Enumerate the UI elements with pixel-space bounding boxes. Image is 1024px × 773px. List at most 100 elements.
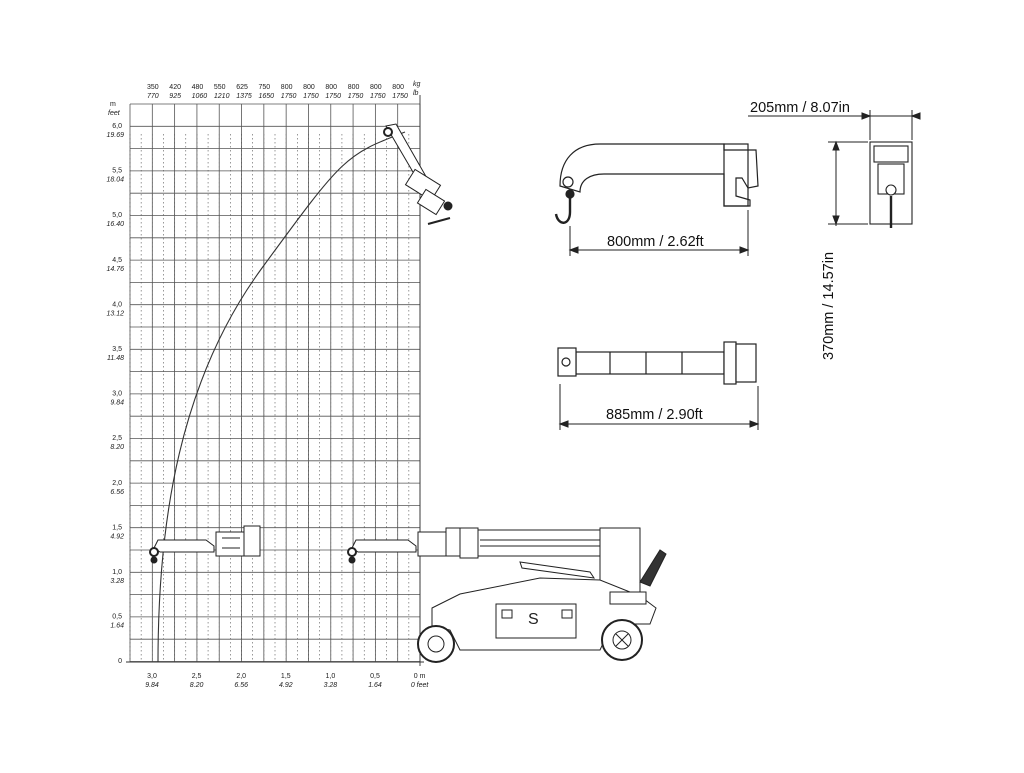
height-m-label: 0	[118, 658, 122, 665]
jib-side-hook-eye	[565, 189, 575, 199]
y-unit-m: m	[110, 101, 116, 108]
hydraulic-ram	[519, 561, 596, 579]
capacity-kg-label: 800	[392, 84, 404, 91]
jib-side-outline	[559, 143, 759, 207]
dim-885-label: 885mm / 2.90ft	[606, 407, 703, 423]
capacity-lb-label: 1750	[325, 93, 341, 100]
capacity-lb-label: 925	[169, 93, 181, 100]
jib-right-hook-lower	[348, 556, 356, 564]
counterweight	[609, 591, 647, 605]
top-unit-lb: lb	[413, 90, 419, 97]
capacity-lb-label: 1750	[370, 93, 386, 100]
height-m-label: 1,5	[112, 524, 122, 531]
height-m-label: 6,0	[112, 123, 122, 130]
capacity-kg-label: 800	[370, 84, 382, 91]
height-m-label: 0,5	[112, 614, 122, 621]
dim-205-arrow-right	[910, 112, 921, 120]
reach-m-label: 0 m	[414, 673, 426, 680]
jib-raised	[383, 123, 453, 225]
height-labels: 6,019.695,518.045,016.404,514.764,013.12…	[106, 123, 124, 665]
crane-body: S	[417, 527, 667, 663]
height-ft-label: 3.28	[110, 578, 124, 585]
reach-ft-label: 3.28	[324, 682, 338, 689]
reach-m-label: 1,5	[281, 673, 291, 680]
capacity-lb-label: 1060	[192, 93, 208, 100]
capacity-kg-label: 550	[214, 84, 226, 91]
capacity-lb-label: 770	[147, 93, 159, 100]
jib-length-dimension	[568, 210, 750, 256]
height-m-label: 3,0	[112, 391, 122, 398]
capacity-kg-label: 800	[303, 84, 315, 91]
reach-ft-label: 8.20	[190, 682, 204, 689]
end-view-top	[873, 145, 909, 163]
capacity-lb-label: 1210	[214, 93, 230, 100]
brand-mark: S	[528, 611, 539, 628]
height-ft-label: 1.64	[110, 623, 124, 630]
height-ft-label: 14.76	[106, 266, 124, 273]
capacity-kg-label: 800	[325, 84, 337, 91]
dim-800-arrow-left	[568, 246, 579, 254]
jib-side-hook	[554, 196, 572, 224]
jib-side-view	[554, 143, 759, 224]
jib-top-dimension	[558, 384, 760, 430]
y-unit-ft: feet	[108, 110, 121, 117]
capacity-kg-label: 480	[192, 84, 204, 91]
reach-ft-label: 4.92	[279, 682, 293, 689]
handle	[639, 549, 667, 587]
panel-vent-right	[561, 609, 573, 619]
jib-side-bracket	[723, 143, 749, 207]
capacity-lb-label: 1650	[259, 93, 275, 100]
jib-right-arm	[351, 539, 417, 553]
height-m-label: 5,0	[112, 212, 122, 219]
height-ft-label: 11.48	[107, 355, 124, 362]
jib-top-bracket	[735, 343, 757, 383]
jib-raised-hook	[383, 127, 393, 137]
jib-lowered-right	[347, 527, 461, 564]
capacity-kg-label: 800	[281, 84, 293, 91]
load-chart: 3507704209254801060550121062513757501650…	[106, 81, 429, 689]
jib-left-hook-lower	[150, 556, 158, 564]
height-m-label: 1,0	[112, 569, 122, 576]
dim-205-label: 205mm / 8.07in	[750, 100, 850, 116]
capacity-lb-label: 1750	[348, 93, 364, 100]
jib-right-plate	[445, 527, 461, 557]
jib-left-head	[215, 531, 245, 557]
capacity-lb-label: 1750	[303, 93, 319, 100]
jib-raised-base	[427, 217, 451, 225]
dim-800-label: 800mm / 2.62ft	[607, 234, 704, 250]
front-wheel-hub	[427, 635, 445, 653]
reach-m-label: 1,0	[326, 673, 336, 680]
reach-m-label: 2,5	[192, 673, 202, 680]
boom-end-block	[459, 527, 479, 559]
height-m-label: 2,0	[112, 480, 122, 487]
height-dimension	[828, 140, 868, 226]
height-ft-label: 4.92	[110, 533, 124, 540]
panel-vent-left	[501, 609, 513, 619]
jib-left-arm	[153, 539, 215, 553]
capacity-lb-label: 1750	[281, 93, 297, 100]
height-ft-label: 16.40	[106, 221, 124, 228]
reach-ft-label: 9.84	[145, 682, 159, 689]
capacity-kg-label: 625	[236, 84, 248, 91]
dim-370-label: 370mm / 14.57in	[821, 252, 837, 360]
height-ft-label: 19.69	[106, 132, 124, 139]
reach-ft-label: 0 feet	[411, 682, 430, 689]
dim-370-arrow-top	[832, 140, 840, 151]
reach-m-label: 2,0	[236, 673, 246, 680]
height-m-label: 5,5	[112, 168, 122, 175]
jib-top-view	[557, 341, 757, 385]
capacity-kg-label: 350	[147, 84, 159, 91]
jib-right-head	[417, 531, 447, 557]
reach-m-label: 0,5	[370, 673, 380, 680]
dim-885-arrow-left	[558, 420, 569, 428]
jib-top-pin	[561, 357, 571, 367]
height-m-label: 3,5	[112, 346, 122, 353]
dashed-grid-lines	[129, 134, 421, 662]
height-ft-label: 13.12	[106, 310, 124, 317]
reach-labels: 3,09.842,58.202,06.561,54.921,03.280,51.…	[145, 673, 429, 689]
top-unit-kg: kg	[413, 81, 421, 88]
dim-800-arrow-right	[739, 246, 750, 254]
jib-left-hook	[149, 547, 159, 557]
